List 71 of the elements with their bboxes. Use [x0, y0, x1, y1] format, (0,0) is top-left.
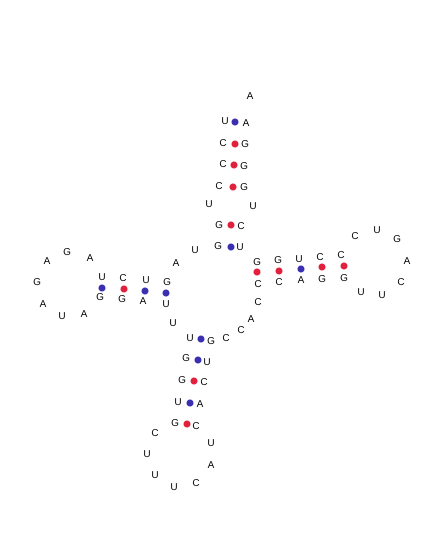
- nucleotide-letter: A: [404, 257, 410, 267]
- nucleotide-letter: U: [357, 288, 365, 298]
- nucleotide-letter: A: [208, 461, 214, 471]
- nucleotide-letter: A: [86, 254, 94, 264]
- nucleotide-letter: G: [182, 354, 190, 364]
- nucleotide-letter: G: [33, 278, 41, 288]
- nucleotide-letter: U: [58, 312, 66, 322]
- nucleotide-letter: C: [351, 232, 359, 242]
- nucleotide-letter: A: [298, 276, 304, 286]
- nucleotide-letter: G: [253, 258, 261, 268]
- nucleotide-letter: A: [248, 315, 254, 325]
- nucleotide-letter: C: [337, 251, 345, 261]
- nucleotide-letter: G: [240, 183, 248, 193]
- nucleotide-letter: G: [207, 337, 215, 347]
- nucleotide-letter: G: [318, 275, 326, 285]
- nucleotide-letter: G: [340, 274, 348, 284]
- nucleotide-letter: U: [143, 450, 151, 460]
- nucleotide-letter: U: [205, 200, 213, 210]
- nucleotide-letter: C: [222, 334, 230, 344]
- nucleotide-letter: A: [246, 92, 254, 102]
- nucleotide-letter: G: [393, 235, 401, 245]
- nucleotide-letter: G: [96, 293, 104, 303]
- nucleotide-letter: C: [219, 139, 227, 149]
- nucleotide-letter: G: [274, 256, 282, 266]
- nucleotide-letter: U: [203, 358, 211, 368]
- nucleotide-letter: U: [170, 483, 178, 493]
- nucleotide-letter: C: [254, 298, 262, 308]
- nucleotide-letter: G: [215, 221, 223, 231]
- nucleotide-letter: G: [118, 295, 126, 305]
- nucleotide-letter: A: [172, 259, 180, 269]
- nucleotide-letter: C: [316, 253, 324, 263]
- nucleotide-letter: U: [169, 319, 177, 329]
- nucleotide-letter: U: [378, 291, 386, 301]
- nucleotide-letter: U: [295, 255, 303, 265]
- nucleotide-letter: C: [200, 378, 208, 388]
- nucleotide-letter: G: [178, 376, 186, 386]
- nucleotide-letter: U: [191, 246, 199, 256]
- nucleotide-letter: A: [140, 297, 146, 307]
- nucleotide-letter: U: [236, 243, 244, 253]
- nucleotide-letter: A: [80, 310, 88, 320]
- nucleotide-letter: G: [214, 242, 222, 252]
- nucleotide-letter: U: [151, 471, 159, 481]
- nucleotide-letter: C: [119, 274, 127, 284]
- nucleotide-letter: A: [40, 300, 46, 310]
- nucleotide-letter: U: [186, 334, 194, 344]
- nucleotide-letter: U: [373, 226, 381, 236]
- nucleotide-letter: C: [192, 479, 200, 489]
- nucleotide-letter: G: [63, 248, 71, 258]
- nucleotide-letter: G: [241, 140, 249, 150]
- nucleotide-letter: U: [174, 398, 182, 408]
- nucleotide-letter: C: [275, 278, 283, 288]
- nucleotide-letter: U: [142, 276, 150, 286]
- nucleotide-letter: U: [207, 439, 215, 449]
- nucleotide-letter: U: [221, 117, 229, 127]
- nucleotide-letter: A: [196, 400, 204, 410]
- nucleotide-letter: C: [219, 160, 227, 170]
- nucleotide-letter: C: [151, 429, 159, 439]
- nucleotide-letter: C: [192, 422, 200, 432]
- nucleotide-letter: U: [162, 300, 170, 310]
- nucleotide-letter: A: [242, 119, 250, 129]
- nucleotide-letter: U: [249, 202, 257, 212]
- nucleotide-letter: C: [237, 326, 245, 336]
- nucleotide-letter: C: [397, 278, 405, 288]
- nucleotide-letter: C: [254, 280, 262, 290]
- nucleotide-letter: C: [237, 222, 245, 232]
- nucleotide-letter: U: [98, 273, 106, 283]
- nucleotide-letter: G: [171, 419, 179, 429]
- nucleotide-letter: C: [215, 182, 223, 192]
- nucleotide-letter: G: [240, 162, 248, 172]
- nucleotide-letter: G: [163, 278, 171, 288]
- nucleotide-letter: A: [44, 257, 50, 267]
